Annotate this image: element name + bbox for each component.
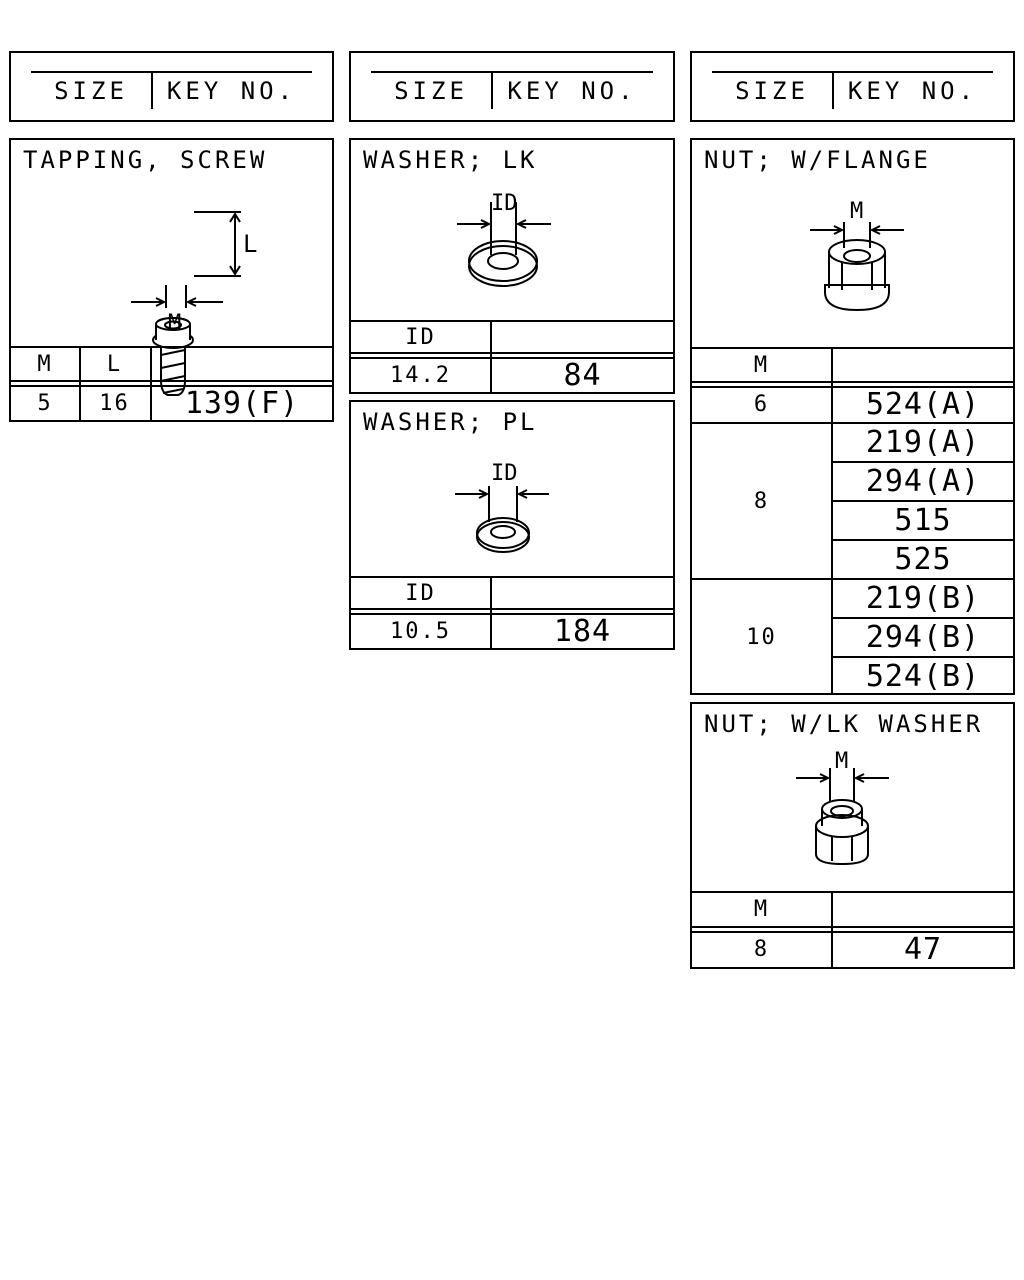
dim-m-label: M	[835, 749, 848, 774]
col-l-header: L	[106, 351, 123, 377]
dim-id-label: ID	[491, 461, 518, 486]
dim-m-label: M	[850, 199, 863, 224]
washer-lk-title: WASHER; LK	[363, 146, 538, 174]
col-divider	[831, 347, 833, 695]
table-rule	[692, 347, 1013, 349]
table-rule	[11, 346, 332, 348]
cell-key-value: 184	[553, 613, 612, 649]
washer-lk-drawing: ID	[457, 191, 551, 287]
cell-key-value: 515	[894, 503, 952, 538]
col-divider	[79, 346, 81, 422]
nut-flange-panel: NUT; W/FLANGE M M 6 524(A) 8 219(A) 294(…	[690, 138, 1015, 695]
table-double-rule	[351, 352, 673, 359]
col-m-header: M	[753, 352, 770, 378]
header-box-3: SIZE KEY NO.	[690, 51, 1015, 122]
cell-id-value: 14.2	[390, 362, 451, 388]
cell-l-value: 16	[99, 390, 130, 416]
dim-id-label: ID	[491, 191, 518, 216]
header-key-label: KEY NO.	[847, 77, 978, 105]
nut-flange-drawing: M	[810, 199, 904, 312]
lock-washer-nut-icon	[796, 768, 889, 866]
cell-key-value: 219(A)	[865, 425, 981, 460]
plain-washer-icon	[455, 486, 549, 553]
table-rule	[692, 891, 1013, 893]
col-m-header: M	[37, 351, 53, 377]
nut-lk-washer-title: NUT; W/LK WASHER	[704, 710, 984, 738]
cell-key-value: 294(B)	[865, 620, 981, 655]
header-divider	[491, 71, 493, 109]
header-box-2: SIZE KEY NO.	[349, 51, 675, 122]
table-rule	[831, 539, 1013, 541]
washer-lk-panel: WASHER; LK ID ID 14.2 84	[349, 138, 675, 394]
tapping-screw-panel: TAPPING, SCREW L M	[9, 138, 334, 422]
header-size-label: SIZE	[735, 77, 809, 105]
flange-nut-icon	[810, 222, 904, 312]
cell-key-value: 139(F)	[184, 385, 300, 421]
header-box-1: SIZE KEY NO.	[9, 51, 334, 122]
cell-key-value: 84	[563, 357, 602, 393]
nut-flange-title: NUT; W/FLANGE	[704, 146, 931, 174]
header-size-label: SIZE	[54, 77, 128, 105]
washer-pl-drawing: ID	[455, 461, 549, 553]
table-double-rule	[692, 926, 1013, 933]
col-divider	[831, 891, 833, 969]
table-rule	[831, 500, 1013, 502]
table-rule	[351, 320, 673, 322]
table-rule	[831, 461, 1013, 463]
table-rule	[351, 576, 673, 578]
table-rule	[692, 422, 1013, 424]
header-divider	[151, 71, 153, 109]
table-double-rule	[351, 608, 673, 615]
header-divider	[832, 71, 834, 109]
table-rule	[831, 617, 1013, 619]
nut-lk-washer-drawing: M	[796, 749, 889, 866]
cell-key-value: 525	[894, 542, 952, 577]
table-rule	[692, 578, 1013, 580]
header-key-label: KEY NO.	[507, 77, 637, 105]
cell-key-value: 294(A)	[865, 464, 981, 499]
cell-m-value: 10	[746, 625, 777, 650]
table-rule	[831, 656, 1013, 658]
washer-pl-panel: WASHER; PL ID ID 10.5 184	[349, 400, 675, 650]
cell-m-value: 6	[753, 391, 770, 417]
header-key-label: KEY NO.	[166, 77, 297, 105]
col-m-header: M	[753, 897, 770, 922]
col-id-header: ID	[405, 324, 436, 350]
table-double-rule	[692, 381, 1013, 388]
cell-id-value: 10.5	[390, 618, 451, 644]
col-divider	[150, 346, 152, 422]
tapping-screw-drawing: L M	[131, 211, 257, 396]
cell-key-value: 47	[903, 932, 943, 967]
cell-m-value: 8	[753, 937, 770, 962]
table-double-rule	[11, 380, 332, 387]
lock-washer-icon	[457, 202, 551, 287]
dim-m-label: M	[168, 311, 181, 336]
dim-l-label: L	[243, 230, 257, 258]
cell-key-value: 524(B)	[865, 659, 981, 694]
cell-m-value: 5	[37, 390, 53, 416]
cell-key-value: 524(A)	[865, 386, 981, 422]
cell-key-value: 219(B)	[865, 581, 981, 616]
header-rule	[371, 71, 653, 73]
header-rule	[31, 71, 312, 73]
washer-pl-title: WASHER; PL	[363, 408, 538, 436]
col-id-header: ID	[405, 580, 436, 606]
cell-m-value: 8	[753, 488, 770, 514]
nut-lk-washer-panel: NUT; W/LK WASHER M M 8 47	[690, 702, 1015, 969]
tapping-screw-title: TAPPING, SCREW	[23, 146, 268, 174]
header-size-label: SIZE	[394, 77, 468, 105]
header-rule	[712, 71, 993, 73]
